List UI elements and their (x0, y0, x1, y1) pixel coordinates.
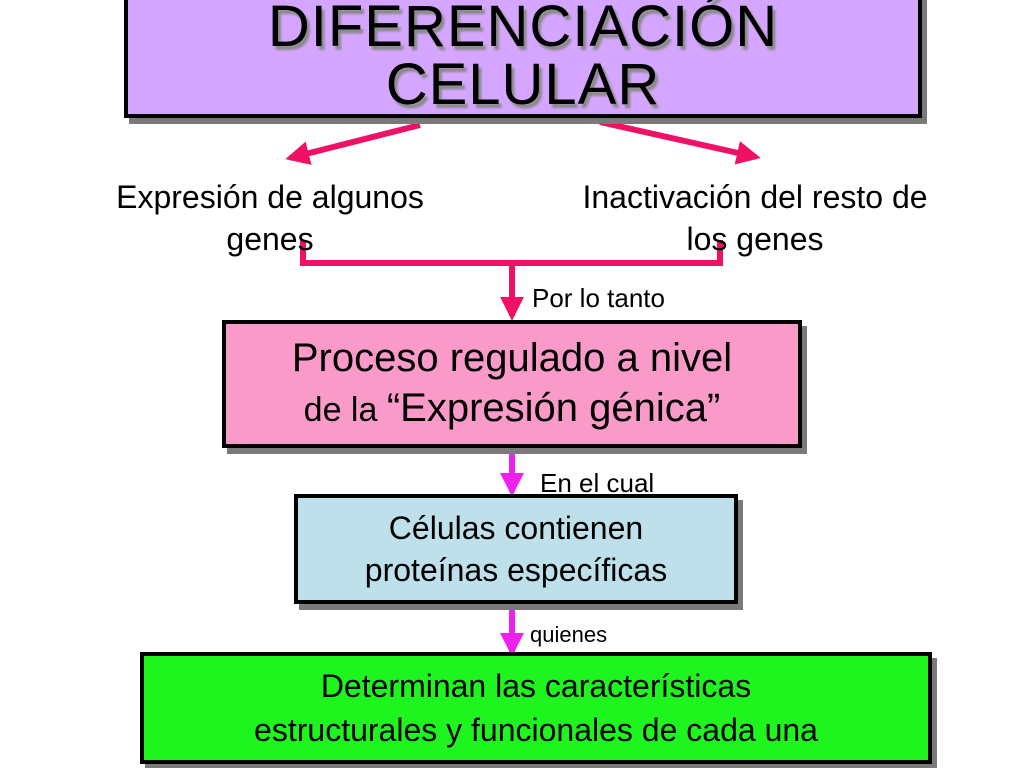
proceso-line-2: de la “Expresión génica” (304, 383, 721, 435)
connector-label-en-el-cual: En el cual (540, 468, 655, 498)
branch-left-line-1: Expresión de algunos (116, 179, 424, 215)
arrow-title-to-left (285, 122, 421, 165)
branch-right-text: Inactivación del resto de los genes (520, 176, 990, 260)
branch-left-line-2: genes (226, 221, 314, 257)
proceso-line-2-highlight: “Expresión génica” (386, 386, 721, 430)
title-line-1: DIFERENCIACIÓN (267, 0, 779, 59)
proceso-line-1: Proceso regulado a nivel (291, 336, 733, 380)
connector-label-por-lo-tanto: Por lo tanto (532, 283, 665, 313)
branch-right-line-2: los genes (686, 221, 824, 257)
connector-label-quienes: quienes (530, 622, 608, 647)
celulas-box: Células contienen proteínas específicas (294, 494, 738, 604)
proceso-line-2-prefix: de la (303, 391, 387, 429)
determinan-line-2: estructurales y funcionales de cada una (254, 712, 818, 748)
celulas-line-1: Células contienen (388, 510, 644, 546)
determinan-box: Determinan las características estructur… (140, 652, 932, 764)
celulas-line-2: proteínas específicas (364, 552, 668, 588)
proceso-box: Proceso regulado a nivel de la “Expresió… (222, 320, 802, 448)
branch-left-text: Expresión de algunos genes (40, 176, 500, 260)
title-line-2: CELULAR (385, 52, 661, 117)
determinan-line-1: Determinan las características (320, 668, 752, 704)
branch-right-line-1: Inactivación del resto de (582, 179, 928, 215)
arrow-title-to-right (599, 119, 761, 165)
title-box: DIFERENCIACIÓN CELULAR (124, 0, 922, 118)
